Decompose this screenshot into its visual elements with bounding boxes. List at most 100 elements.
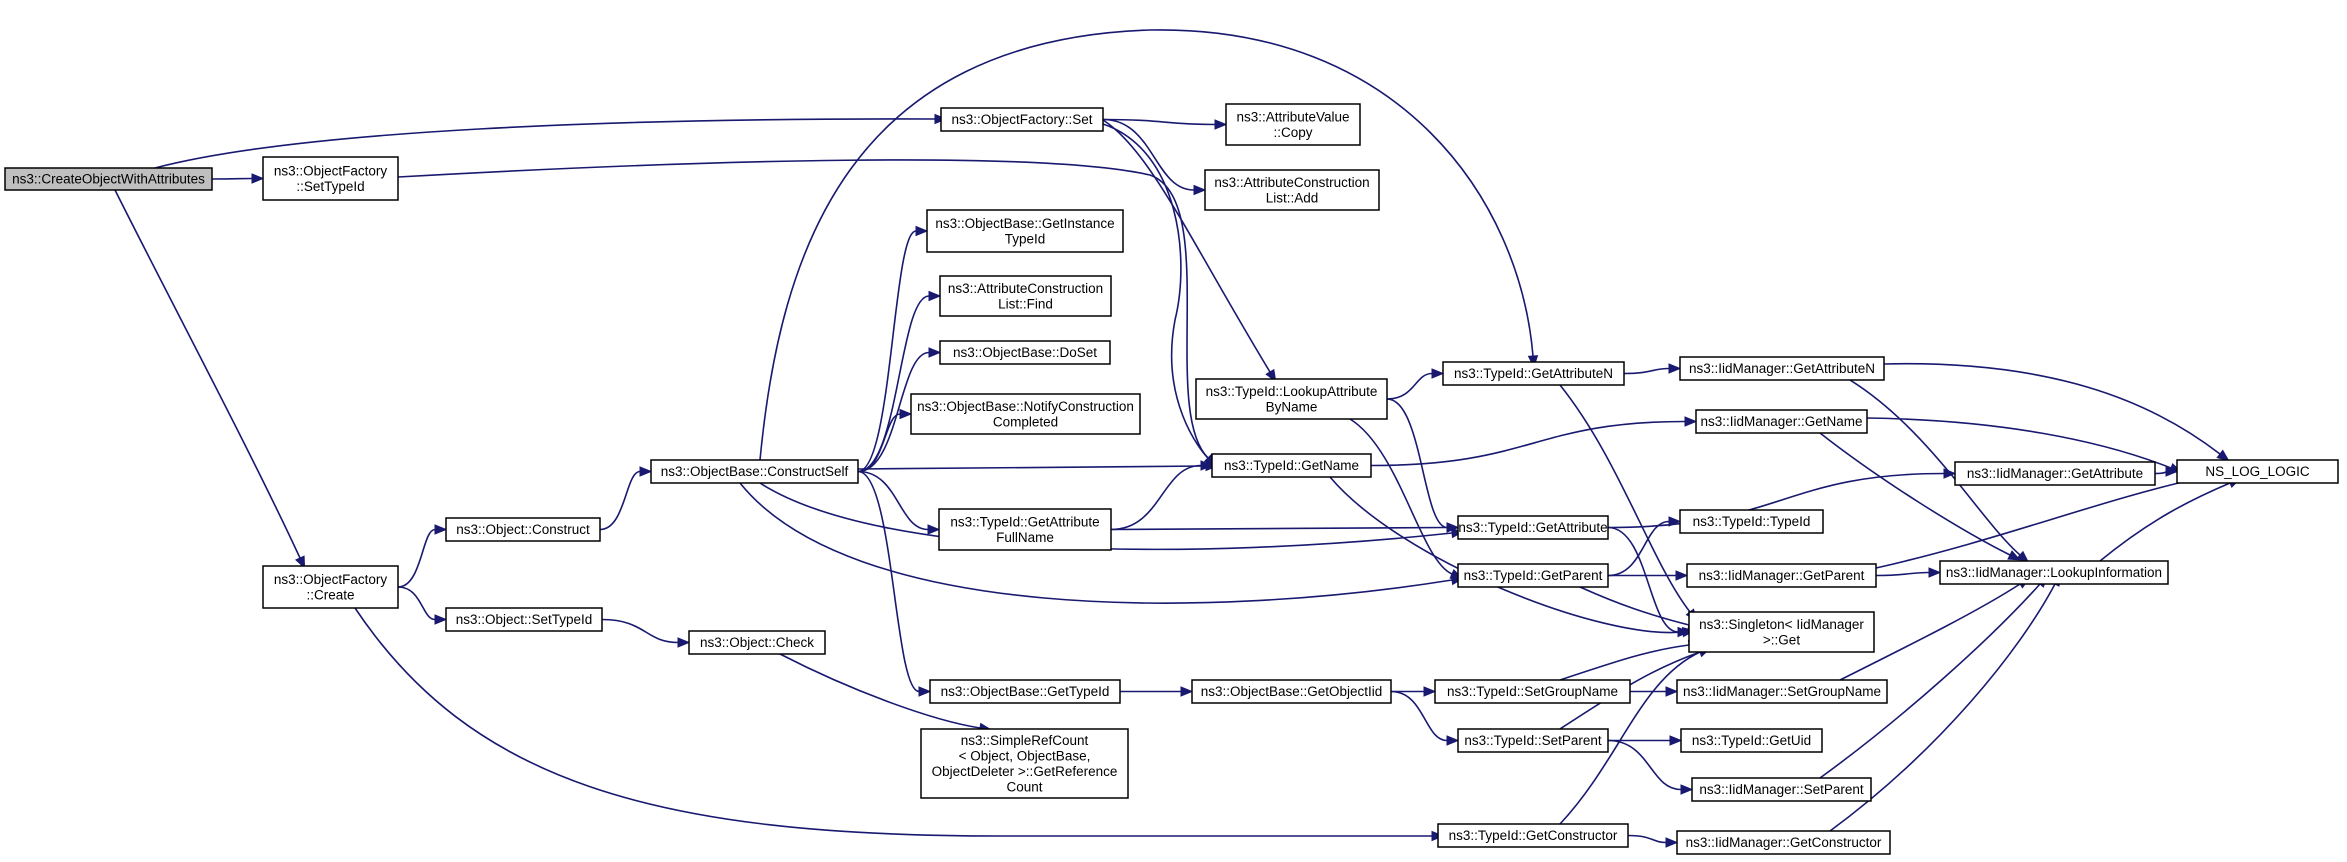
edge-tid_lookupattr-to-tid_getparent — [1349, 418, 1453, 575]
node-iid-getattribute[interactable]: ns3::IidManager::GetAttribute — [1954, 461, 2156, 486]
edge-of_create-to-obj_settypeid — [397, 586, 436, 621]
node-of-settypeid[interactable]: ns3::ObjectFactory::SetTypeId — [262, 156, 399, 201]
node-label-line: List::Add — [1266, 190, 1319, 205]
edge-root-to-of_settypeid — [211, 177, 253, 180]
node-tid-getattribute[interactable]: ns3::TypeId::GetAttribute — [1457, 515, 1609, 540]
edge-ob_constructself-to-ob_getinstancetypeid — [857, 230, 917, 473]
edge-tid_getname-to-iid_getname — [1370, 420, 1686, 467]
edge-root-to-of_create-arrowhead — [295, 555, 306, 570]
node-label-line: ns3::ObjectBase::ConstructSelf — [661, 464, 849, 479]
node-label-line: NS_LOG_LOGIC — [2205, 464, 2310, 479]
node-obj-check[interactable]: ns3::Object::Check — [688, 630, 826, 655]
node-box — [1211, 453, 1372, 478]
node-tid-getuid[interactable]: ns3::TypeId::GetUid — [1680, 728, 1823, 753]
edge-root-to-of_set — [154, 118, 936, 169]
node-root[interactable]: ns3::CreateObjectWithAttributes — [4, 167, 213, 191]
node-box — [650, 459, 859, 484]
node-label-line: ns3::TypeId::GetConstructor — [1449, 828, 1618, 843]
node-src-getrefcount[interactable]: ns3::SimpleRefCount< Object, ObjectBase,… — [920, 728, 1129, 799]
edge-tid_setgroupname-to-singleton_get — [1559, 644, 1690, 681]
node-label-line: ns3::ObjectBase::GetObjectIid — [1201, 684, 1383, 699]
edge-of_create-to-tid_getconstructor — [354, 607, 1432, 837]
node-obj-construct[interactable]: ns3::Object::Construct — [445, 517, 601, 542]
node-box — [262, 156, 399, 201]
node-tid-getattributen[interactable]: ns3::TypeId::GetAttributeN — [1442, 361, 1625, 386]
edge-ob_getobjectiid-to-tid_setparent-arrowhead — [1446, 735, 1460, 746]
node-label-line: ns3::AttributeConstruction — [948, 281, 1103, 296]
node-ns-log-logic[interactable]: NS_LOG_LOGIC — [2176, 459, 2339, 484]
node-tid-setgroupname[interactable]: ns3::TypeId::SetGroupName — [1434, 679, 1631, 704]
edge-ob_constructself-to-ob_notify — [857, 413, 901, 473]
node-box — [1457, 515, 1609, 540]
node-box — [1695, 409, 1868, 434]
edge-of_create-to-obj_settypeid-arrowhead — [434, 614, 448, 625]
node-box — [938, 508, 1112, 551]
edge-of_create-to-obj_construct — [397, 528, 436, 588]
edge-iid_getattributen-to-ns_log_logic-arrowhead — [2216, 449, 2230, 462]
node-label-line: ::Copy — [1273, 125, 1312, 140]
edge-root-to-of_settypeid-arrowhead — [251, 173, 265, 184]
node-label-line: ns3::TypeId::SetParent — [1464, 733, 1602, 748]
node-attrval-copy[interactable]: ns3::AttributeValue::Copy — [1225, 103, 1361, 146]
node-label-line: ns3::CreateObjectWithAttributes — [12, 172, 205, 187]
node-of-set[interactable]: ns3::ObjectFactory::Set — [940, 107, 1104, 132]
edge-tid_getattribute-to-singleton_get-arrowhead — [1677, 626, 1691, 638]
edge-tid_getparent-to-singleton_get — [1579, 586, 1690, 626]
edge-tid_getattributen-to-iid_getattributen-arrowhead — [1668, 363, 1682, 374]
edge-ob_constructself-to-tid_getattributen — [759, 29, 1534, 461]
node-box — [688, 630, 826, 655]
edge-iid_getname-to-ns_log_logic — [1866, 417, 2172, 469]
edge-tid_setgroupname-to-iid_setgroupname-arrowhead — [1665, 686, 1679, 697]
node-ob-gettypeid[interactable]: ns3::ObjectBase::GetTypeId — [929, 679, 1121, 704]
node-box — [1434, 679, 1631, 704]
node-tid-getparent[interactable]: ns3::TypeId::GetParent — [1457, 563, 1609, 588]
edge-iid_getconstructor-to-iid_lookupinfo — [1829, 583, 2056, 832]
node-ob-doset[interactable]: ns3::ObjectBase::DoSet — [939, 340, 1111, 365]
node-iid-setgroupname[interactable]: ns3::IidManager::SetGroupName — [1676, 679, 1888, 704]
node-label-line: TypeId — [1005, 231, 1046, 246]
node-singleton-get[interactable]: ns3::Singleton< IidManager>::Get — [1688, 611, 1875, 653]
node-iid-setparent[interactable]: ns3::IidManager::SetParent — [1691, 777, 1872, 802]
node-box — [1191, 679, 1392, 704]
node-box — [920, 728, 1129, 799]
node-label-line: ns3::IidManager::GetAttribute — [1967, 466, 2143, 481]
node-ob-notify[interactable]: ns3::ObjectBase::NotifyConstructionCompl… — [910, 393, 1141, 435]
node-label-line: ns3::TypeId::GetUid — [1692, 733, 1811, 748]
node-box — [4, 167, 213, 191]
edge-ob_gettypeid-to-ob_getobjectiid-arrowhead — [1180, 686, 1194, 697]
node-ob-constructself[interactable]: ns3::ObjectBase::ConstructSelf — [650, 459, 859, 484]
edge-root-to-of_create — [114, 189, 301, 559]
edge-iid_getattributen-to-iid_lookupinfo — [1849, 379, 2021, 556]
node-iid-getparent[interactable]: ns3::IidManager::GetParent — [1686, 563, 1877, 588]
node-iid-getname[interactable]: ns3::IidManager::GetName — [1695, 409, 1868, 434]
node-iid-getattributen[interactable]: ns3::IidManager::GetAttributeN — [1679, 356, 1885, 381]
node-obj-settypeid[interactable]: ns3::Object::SetTypeId — [445, 607, 603, 632]
node-tid-getname[interactable]: ns3::TypeId::GetName — [1211, 453, 1372, 478]
node-box — [1679, 509, 1824, 534]
node-tid-setparent[interactable]: ns3::TypeId::SetParent — [1457, 728, 1609, 753]
node-of-create[interactable]: ns3::ObjectFactory::Create — [262, 565, 399, 609]
node-label-line: ns3::TypeId::GetParent — [1464, 568, 1603, 583]
edge-ob_getobjectiid-to-tid_setparent — [1390, 690, 1448, 742]
node-label-line: ns3::TypeId::GetAttribute — [950, 514, 1099, 529]
node-box — [1676, 679, 1888, 704]
node-tid-typeid[interactable]: ns3::TypeId::TypeId — [1679, 509, 1824, 534]
node-ob-getobjectiid[interactable]: ns3::ObjectBase::GetObjectIid — [1191, 679, 1392, 704]
node-label-line: >::Get — [1763, 632, 1800, 647]
node-box — [1688, 611, 1875, 653]
edge-tid_lookupattr-to-tid_getattribute-arrowhead — [1446, 522, 1460, 533]
edge-obj_check-to-src_getrefcount — [779, 653, 981, 729]
node-iid-getconstructor[interactable]: ns3::IidManager::GetConstructor — [1676, 830, 1891, 855]
node-label-line: ByName — [1266, 399, 1318, 414]
node-label-line: ns3::IidManager::SetGroupName — [1683, 684, 1881, 699]
edge-of_set-to-tid_lookupattr — [1102, 119, 1271, 373]
node-label-line: ns3::TypeId::GetAttributeN — [1454, 366, 1613, 381]
node-iid-lookupinfo[interactable]: ns3::IidManager::LookupInformation — [1939, 560, 2169, 585]
node-tid-getconstructor[interactable]: ns3::TypeId::GetConstructor — [1437, 823, 1629, 848]
node-label-line: ns3::Object::SetTypeId — [456, 612, 593, 627]
